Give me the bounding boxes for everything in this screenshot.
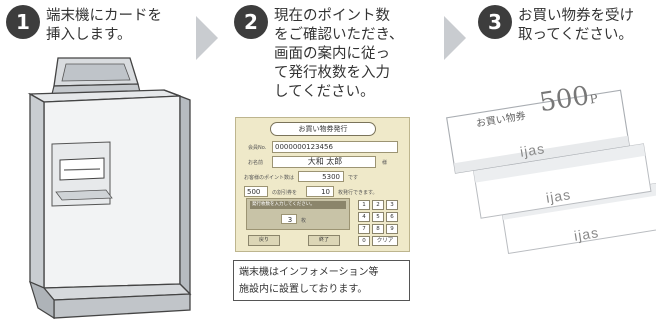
keypad-key-0[interactable]: 0 <box>358 236 370 246</box>
keypad-key-2[interactable]: 2 <box>372 200 384 210</box>
keypad-key-9[interactable]: 9 <box>386 224 398 234</box>
step-arrow-2 <box>444 16 466 60</box>
keypad-key-8[interactable]: 8 <box>372 224 384 234</box>
points-suffix: です <box>348 175 359 181</box>
keypad-clear-key[interactable]: クリア <box>372 236 398 246</box>
issue-count-input[interactable]: 3 <box>281 214 297 224</box>
points-label: お客様のポイント数は <box>244 175 295 181</box>
unit-label: の割引券を <box>272 190 298 196</box>
step-1-text: 端末機にカードを 挿入します。 <box>46 8 162 43</box>
ticket-label: お買い物券 <box>475 110 527 130</box>
name-label: お名前 <box>248 160 264 166</box>
issue-count-input-area: 発行枚数を入力してください。 3 枚 <box>246 198 350 230</box>
keypad-key-7[interactable]: 7 <box>358 224 370 234</box>
count-suffix: 枚発行できます。 <box>338 190 378 196</box>
name-field: 大和 太郎 <box>272 156 376 168</box>
step-3-text: お買い物券を受け 取ってください。 <box>518 8 634 43</box>
step-arrow-1 <box>196 16 218 60</box>
ticket-amount: 500 <box>537 80 592 119</box>
member-number-field: 0000000123456 <box>272 141 398 153</box>
panel-title: お買い物券発行 <box>270 122 376 136</box>
keypad-key-6[interactable]: 6 <box>386 212 398 222</box>
back-button[interactable]: 戻り <box>248 235 280 246</box>
step-2-number: 2 <box>234 5 268 39</box>
step-3-number: 3 <box>478 5 512 39</box>
step-2-text: 現在のポイント数 をご確認いただき、 画面の案内に従っ て発行枚数を入力 してく… <box>274 8 404 100</box>
honorific-label: 様 <box>382 160 388 166</box>
count-field: 10 <box>306 186 334 197</box>
step-1-number: 1 <box>6 5 40 39</box>
member-number-label: 会員No. <box>248 145 267 151</box>
ticket-unit: P <box>588 91 599 107</box>
keypad-key-1[interactable]: 1 <box>358 200 370 210</box>
keypad-key-4[interactable]: 4 <box>358 212 370 222</box>
unit-value-field: 500 <box>244 186 268 197</box>
input-prompt: 発行枚数を入力してください。 <box>250 201 346 209</box>
terminal-screen-panel: お買い物券発行 会員No. 0000000123456 お名前 大和 太郎 様 … <box>235 117 410 252</box>
end-button[interactable]: 終了 <box>308 235 340 246</box>
shopping-voucher-tickets-illustration <box>446 89 656 254</box>
location-note: 端末機はインフォメーション等 施設内に設置しております。 <box>233 260 410 301</box>
input-unit-label: 枚 <box>301 218 307 224</box>
keypad-key-5[interactable]: 5 <box>372 212 384 222</box>
points-field: 5300 <box>298 171 344 182</box>
keypad-key-3[interactable]: 3 <box>386 200 398 210</box>
kiosk-terminal-illustration <box>27 57 192 320</box>
